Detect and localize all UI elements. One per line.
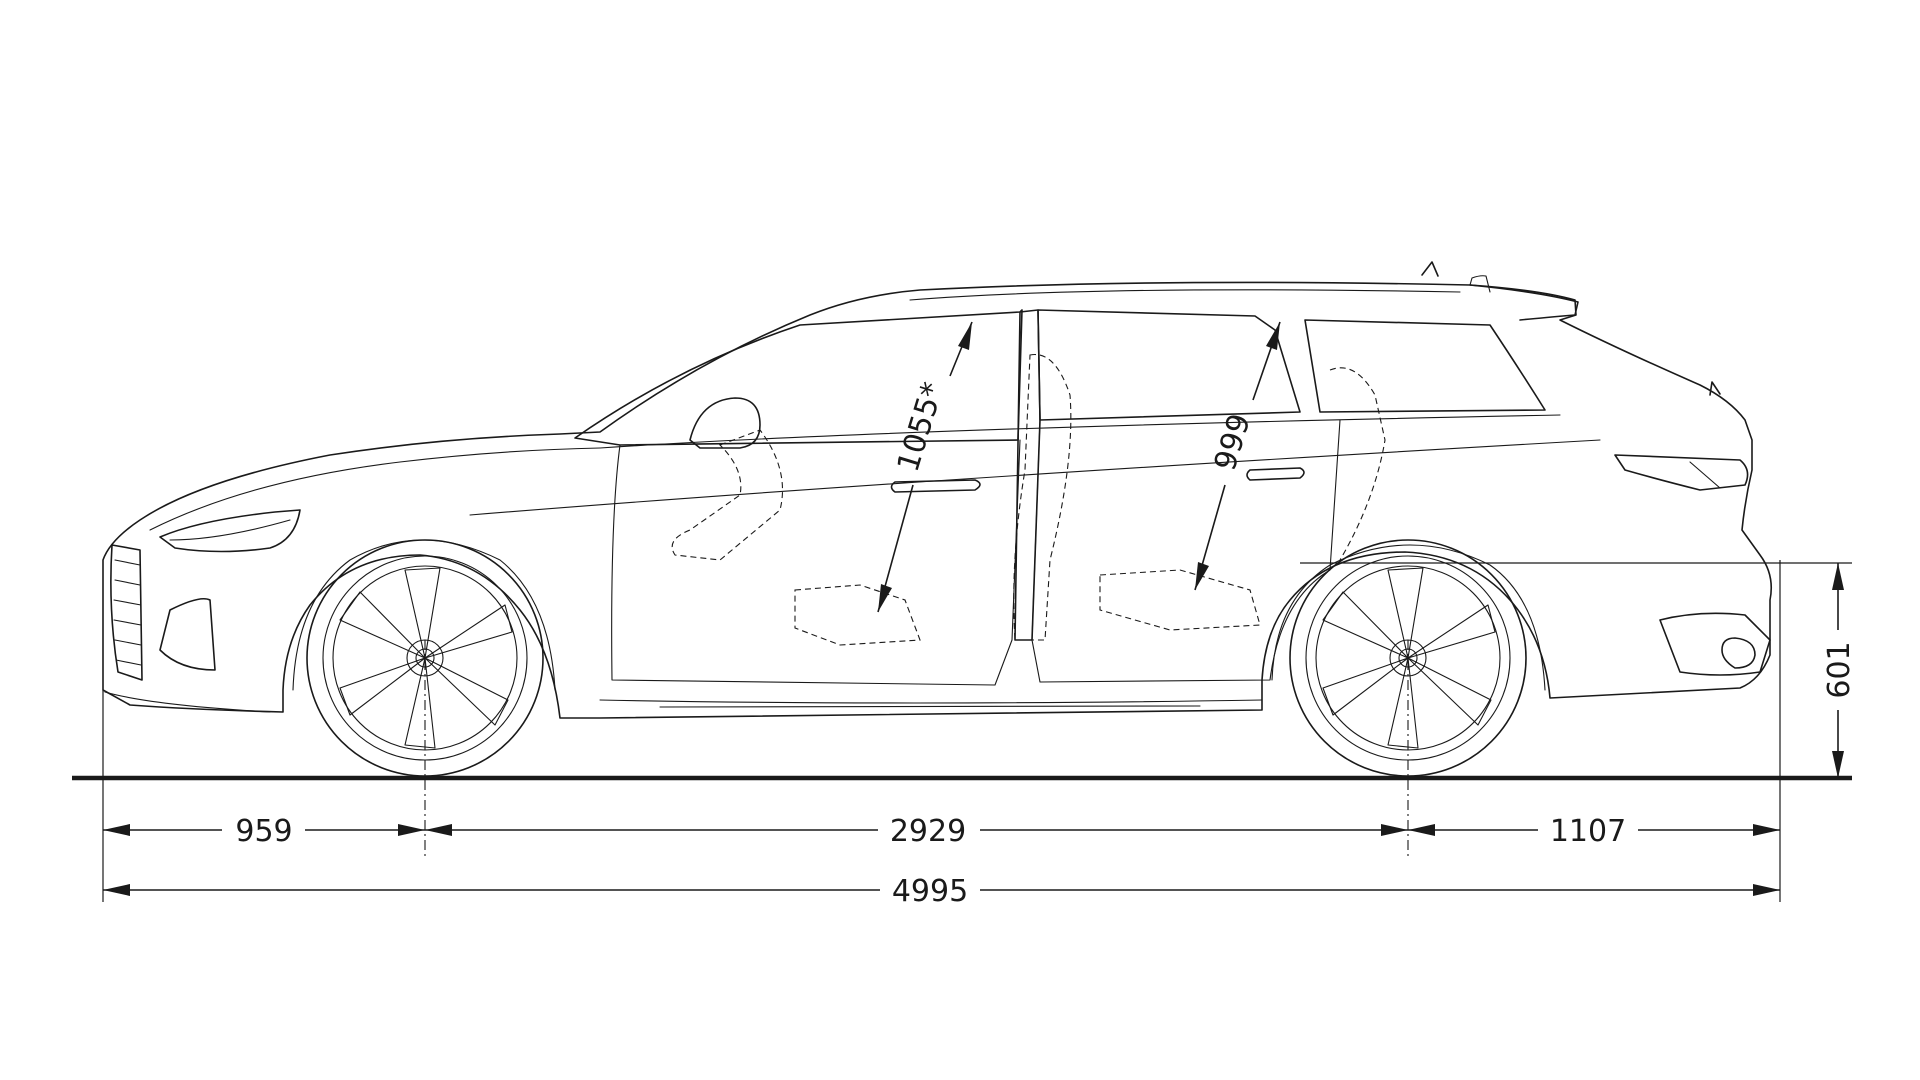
seats-outline xyxy=(671,353,1386,646)
extension-lines xyxy=(102,560,1852,902)
rear-headroom-label: 999 xyxy=(1208,410,1258,475)
front-overhang-label: 959 xyxy=(235,814,292,849)
dimension-front-overhang: 959 xyxy=(103,814,425,849)
dimension-rear-headroom: 999 xyxy=(1194,321,1281,591)
dimension-front-headroom: 1055* xyxy=(877,321,973,613)
overall-length-label: 4995 xyxy=(892,874,968,909)
dimension-wheelbase: 2929 xyxy=(425,814,1408,849)
dimension-overall-length: 4995 xyxy=(103,874,1780,909)
rear-overhang-label: 1107 xyxy=(1550,814,1626,849)
front-headroom-label: 1055* xyxy=(891,378,951,476)
rear-height-label: 601 xyxy=(1822,641,1857,698)
wheelbase-label: 2929 xyxy=(890,814,966,849)
car-body xyxy=(102,261,1773,719)
dimension-rear-height: 601 xyxy=(1822,563,1857,778)
dimension-rear-overhang: 1107 xyxy=(1408,814,1780,849)
